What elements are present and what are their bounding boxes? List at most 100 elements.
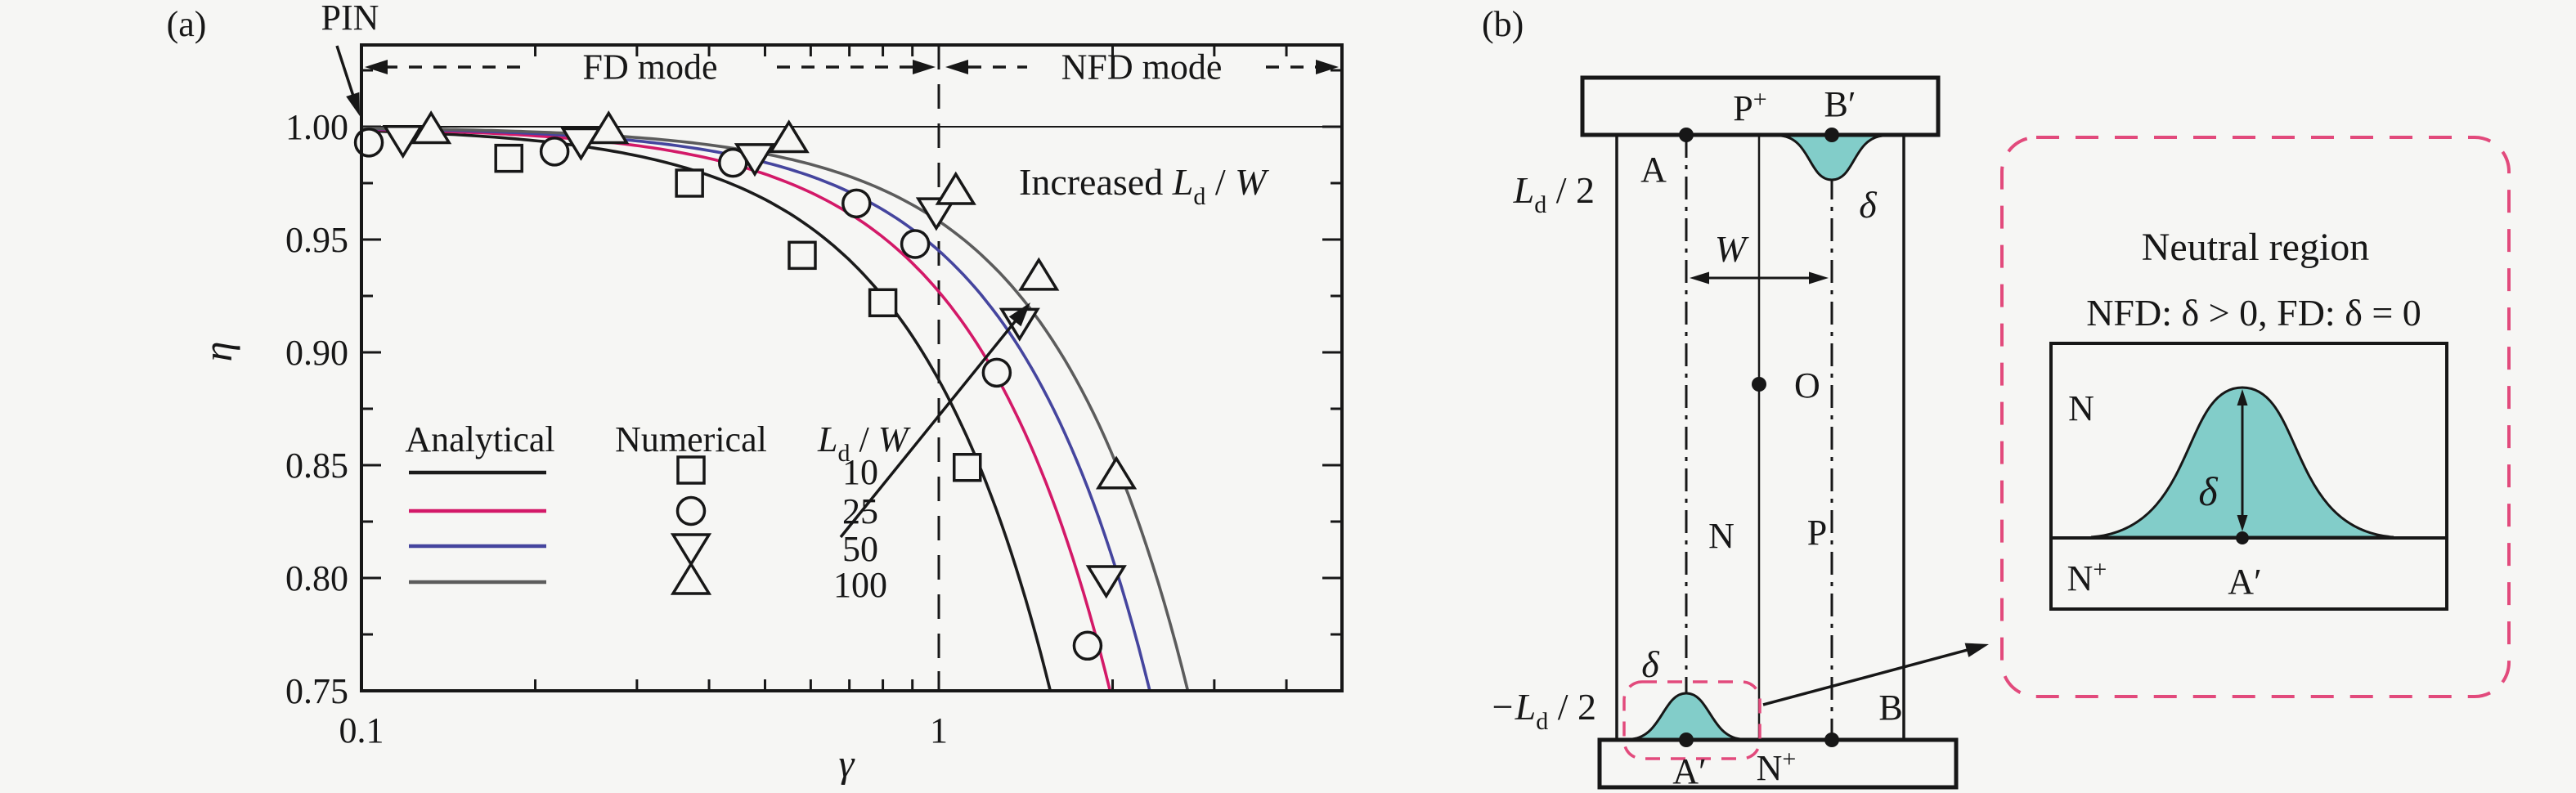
nfd-left-head <box>945 60 968 74</box>
legend-value-50: 50 <box>842 529 878 569</box>
panel-a-tag: (a) <box>167 4 207 44</box>
device-shapes <box>1580 75 2511 790</box>
point-dot <box>1679 733 1694 747</box>
w-width-arrow-head <box>1690 271 1709 284</box>
legend-header-numerical: Numerical <box>615 419 767 459</box>
inset-delta-arrow-head <box>2237 515 2248 531</box>
panel-b-tag: (b) <box>1482 4 1524 44</box>
neg-ld2-label: −Ld / 2 <box>1490 686 1596 735</box>
marker-circle-ldw25 <box>841 188 872 219</box>
fd-left-head <box>365 60 388 74</box>
marker-square-ldw10 <box>868 288 898 318</box>
legend-value-100: 100 <box>833 565 887 605</box>
plot-frame <box>360 43 1344 692</box>
pin-arrow <box>335 45 357 101</box>
legend-value-25: 25 <box>842 491 878 531</box>
delta-top-label: δ <box>1859 184 1877 226</box>
marker-triangle-up-ldw100 <box>411 110 452 145</box>
marker-triangle-down-ldw50 <box>915 197 958 231</box>
y-tick-label: 0.75 <box>285 671 348 711</box>
curve-ldw-10 <box>361 129 1052 692</box>
marker-circle-ldw25 <box>353 128 384 158</box>
legend-marker-triangle-down <box>670 533 712 567</box>
marker-triangle-up-ldw100 <box>588 110 630 145</box>
inset-a-prime-label: A′ <box>2228 562 2261 602</box>
point-dot <box>1824 128 1839 142</box>
x-tick-label: 1 <box>930 710 948 750</box>
ld2-label: Ld / 2 <box>1513 169 1595 218</box>
fd-right-head <box>913 60 936 74</box>
y-tick-label: 0.95 <box>285 220 348 260</box>
legend-header-ldw: Ld / W <box>817 419 911 467</box>
p-region-label: P <box>1807 513 1827 553</box>
increased-ldw-arrow <box>839 315 1021 539</box>
inset-n-label: N <box>2068 388 2094 428</box>
legend-header-analytical: Analytical <box>405 419 554 459</box>
inset-delta-label: δ <box>2198 468 2218 514</box>
inset-condition: NFD: δ > 0, FD: δ = 0 <box>2086 292 2421 334</box>
inset-baseline-dot <box>2236 531 2249 544</box>
curve-ldw-100 <box>361 127 1190 692</box>
n-plus-label: N+ <box>1757 746 1797 788</box>
p-plus-label: P+ <box>1733 86 1766 128</box>
legend-glyphs <box>409 455 712 595</box>
device-arrows <box>1690 271 2248 706</box>
inset-delta-arrow-head <box>2237 389 2248 405</box>
reference-lines <box>361 45 1342 691</box>
delta-bottom-label: δ <box>1641 643 1659 685</box>
curve-ldw-50 <box>361 127 1151 692</box>
curve-ldw-25 <box>361 128 1112 692</box>
marker-triangle-down-ldw50 <box>382 125 424 159</box>
n-region-label: N <box>1708 516 1735 556</box>
bottom-neutral-bump <box>1631 692 1741 741</box>
x-tick-label: 0.1 <box>339 710 384 750</box>
a-prime-label: A′ <box>1672 751 1706 791</box>
inset-pointer-arrow-head <box>1964 643 1989 657</box>
marker-square-ldw10 <box>788 240 817 271</box>
legend-marker-square <box>676 455 706 485</box>
y-tick-label: 1.00 <box>285 107 348 147</box>
increased-ldw-arrow-head <box>1008 302 1030 327</box>
inset-n-plus-label: N+ <box>2067 556 2107 598</box>
legend-marker-circle <box>675 495 707 526</box>
inset-title: Neutral region <box>2142 226 2370 269</box>
fd-mode-label: FD mode <box>583 47 718 87</box>
marker-square-ldw10 <box>494 143 523 173</box>
marker-triangle-down-ldw50 <box>734 143 776 177</box>
point-dot <box>1679 128 1694 142</box>
top-contact-p-plus <box>1580 75 1941 137</box>
point-dot <box>1824 733 1839 747</box>
y-tick-label: 0.85 <box>285 446 348 486</box>
marker-square-ldw10 <box>675 168 704 198</box>
y-axis-label: η <box>195 342 240 362</box>
analytical-curves <box>361 127 1190 692</box>
annotation-arrows <box>335 45 1339 539</box>
marker-triangle-up-ldw100 <box>1095 455 1138 490</box>
marker-triangle-up-ldw100 <box>935 171 976 205</box>
legend-value-10: 10 <box>842 452 878 492</box>
pin-label: PIN <box>321 0 379 38</box>
w-width-arrow-head <box>1809 271 1829 284</box>
marker-circle-ldw25 <box>900 229 931 259</box>
increased-ldw-label: Increased Ld / W <box>1019 161 1269 210</box>
marker-square-ldw10 <box>952 453 982 482</box>
o-label: O <box>1794 365 1820 405</box>
inset-inner-box <box>2049 342 2448 611</box>
nfd-right-head <box>1316 60 1339 74</box>
inset-pointer-arrow <box>1762 647 1974 706</box>
y-tick-label: 0.90 <box>285 333 348 373</box>
point-dot <box>1752 377 1766 392</box>
b-prime-label: B′ <box>1824 84 1856 124</box>
marker-triangle-up-ldw100 <box>1018 257 1060 291</box>
marker-triangle-up-ldw100 <box>768 119 810 154</box>
pin-arrow-head <box>346 92 360 116</box>
top-neutral-bump <box>1780 134 1883 181</box>
marker-circle-ldw25 <box>981 357 1012 388</box>
device-dots <box>1679 128 2249 747</box>
bottom-contact-n-plus <box>1597 737 1959 790</box>
x-axis-label: γ <box>839 742 855 786</box>
